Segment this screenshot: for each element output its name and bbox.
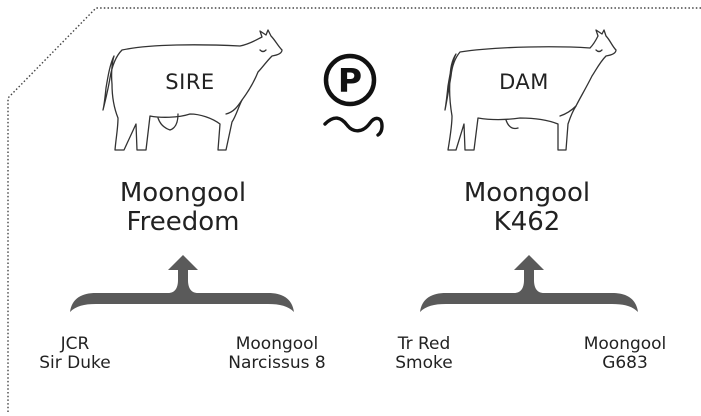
bull-outline-icon (102, 29, 283, 151)
dam-name-line1: Moongool (463, 178, 591, 208)
sire-name-line1: Moongool (119, 178, 247, 208)
sire-label: SIRE (165, 70, 215, 94)
sire-parent-bracket (70, 255, 294, 312)
sire-parent-right: Moongool Narcissus 8 (212, 334, 342, 374)
polled-badge-icon: P (323, 53, 384, 137)
polled-badge-circle (323, 53, 377, 107)
dam-parent-right-line2: G683 (602, 353, 648, 374)
dam-parent-right: Moongool G683 (565, 334, 685, 374)
dam-bracket-shape (420, 255, 638, 312)
dam-parent-left-line1: Tr Red (397, 334, 451, 354)
dam-name: Moongool K462 (427, 178, 627, 238)
polled-badge-letter: P (338, 61, 362, 100)
sire-name-line2: Freedom (126, 207, 240, 238)
sire-parent-right-line2: Narcissus 8 (228, 353, 326, 374)
sire-bracket-shape (70, 255, 294, 312)
sire-parent-left: JCR Sir Duke (20, 334, 130, 374)
cow-outline-icon (444, 29, 617, 151)
dam-parent-right-line1: Moongool (583, 334, 667, 354)
polled-swirl-icon (323, 116, 384, 137)
dam-parent-left: Tr Red Smoke (374, 334, 474, 374)
dam-parent-bracket (420, 255, 638, 312)
dam-parent-left-line2: Smoke (395, 353, 453, 374)
dam-name-line2: K462 (493, 207, 561, 238)
dam-label: DAM (499, 70, 549, 94)
sire-parent-left-line2: Sir Duke (39, 353, 111, 374)
sire-parent-left-line1: JCR (60, 334, 90, 354)
sire-parent-right-line1: Moongool (235, 334, 319, 354)
sire-name: Moongool Freedom (83, 178, 283, 238)
